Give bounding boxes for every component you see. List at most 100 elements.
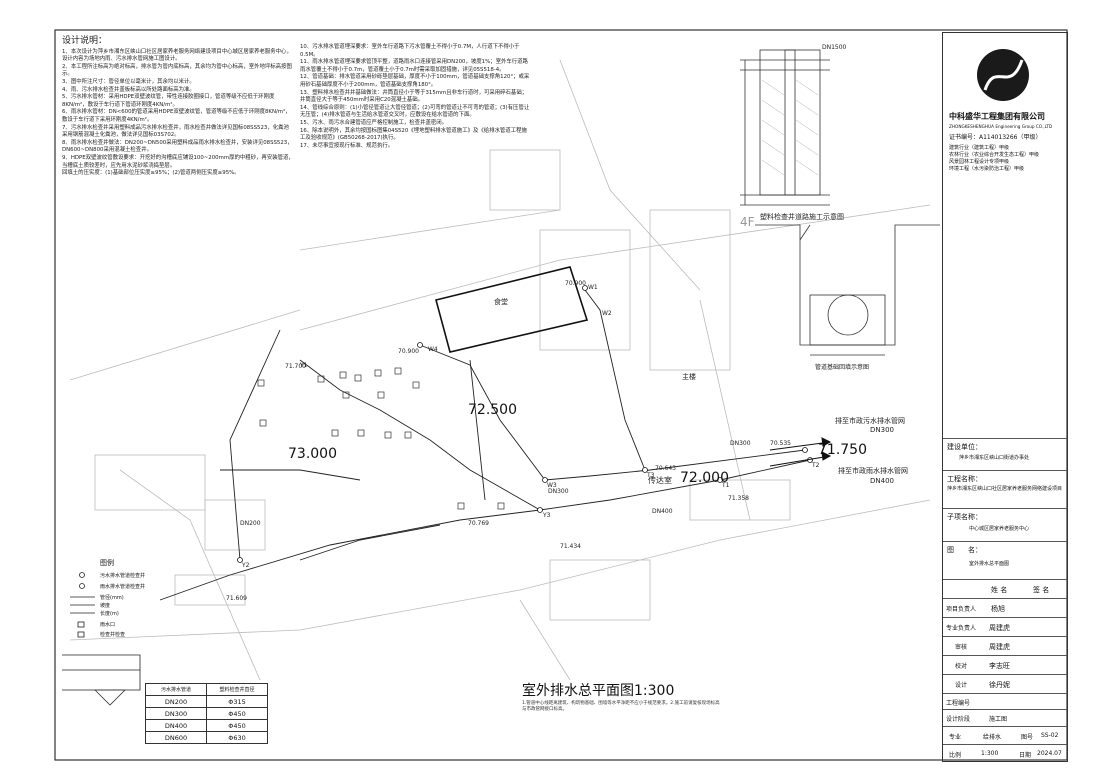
pipe-size: DN300 xyxy=(730,440,751,447)
building-label: 传达室 xyxy=(648,476,672,485)
legend-item: 长度(m) xyxy=(100,611,119,617)
company-logo-mark xyxy=(977,49,1029,101)
table-header-row: 污水排水管道 塑料检查井直径 xyxy=(145,683,268,696)
point-elevation: 70.535 xyxy=(770,440,791,447)
sig-header: 签 名 xyxy=(1033,586,1050,594)
discipline-value: 给排水 xyxy=(983,734,1002,741)
pipe-size: DN300 xyxy=(548,488,569,495)
outfall-arrows xyxy=(769,437,832,467)
sewage-pipes xyxy=(419,289,806,481)
phase-value: 施工图 xyxy=(989,716,1008,723)
point-elevation: 71.358 xyxy=(728,495,749,502)
point-elevation: 70.900 xyxy=(398,348,419,355)
catch-basins xyxy=(257,367,505,510)
section-title: 塑料检查井道路施工示意图 xyxy=(760,213,844,221)
table-cell: Φ630 xyxy=(206,731,268,744)
pipe-size: DN400 xyxy=(652,508,673,515)
point-elevation: 71.609 xyxy=(226,595,247,602)
scale-label: 比例 xyxy=(949,752,962,759)
client-label: 建设单位： xyxy=(947,443,982,451)
phase-label: 设计阶段 xyxy=(946,716,971,723)
node-label: Y2 xyxy=(242,562,250,569)
table-cell: DN400 xyxy=(145,719,207,732)
legend-item: 雨水排水管道检查井 xyxy=(100,584,146,590)
discipline-label: 专业 xyxy=(949,734,962,741)
role-name: 徐丹妮 xyxy=(989,681,1010,689)
date-value: 2024.07 xyxy=(1037,750,1062,757)
point-elevation: 70.643 xyxy=(655,465,676,472)
note-item: 16、除本说明外，其余均按国标图集04S520《埋地塑料排水管道施工》及《给排水… xyxy=(300,127,527,142)
table-cell: Φ450 xyxy=(206,719,268,732)
node-label: W4 xyxy=(428,346,438,353)
manholes xyxy=(237,285,813,563)
building-label: 食堂 xyxy=(494,298,508,306)
table-cell: DN200 xyxy=(145,695,207,708)
role-label: 审核 xyxy=(955,644,968,651)
design-notes-right: 10、污水排水管道埋深要求：室外车行道路下污水管覆土不得小于0.7M，人行道下不… xyxy=(300,44,530,150)
node-label: W3 xyxy=(547,482,557,489)
node-label: Y3 xyxy=(543,512,551,519)
outfall-label: DN300 xyxy=(870,426,894,434)
qualification: 风景园林工程设计专项甲级 xyxy=(949,159,1010,165)
point-elevation: 70.900 xyxy=(565,280,586,287)
certificate-number: 证书编号：A114013266（甲级） xyxy=(949,134,1042,141)
qualification: 建筑行业（建筑工程）甲级 xyxy=(949,145,1010,151)
note-item: 14、管线综合原则：(1)小管径管道让大管径管道；(2)可弯的管道让不可弯的管道… xyxy=(300,104,530,119)
qualification: 环境工程（水污染防治工程）甲级 xyxy=(949,166,1025,172)
note-item: 回填土的压实度：(1)基础部位压实度≥95%；(2)管道两侧压实度≥95%。 xyxy=(62,170,240,177)
point-elevation: 70.769 xyxy=(468,520,489,527)
qualification: 农林行业（农业综合开发生态工程）甲级 xyxy=(949,152,1040,158)
elevation-label: 72.000 xyxy=(680,470,729,486)
role-name: 杨旭 xyxy=(991,605,1005,613)
elevation-label: 71.750 xyxy=(818,442,867,458)
table-header: 污水排水管道 xyxy=(145,683,207,696)
role-label: 设计 xyxy=(955,682,968,689)
subproject-name: 中心城区居家养老服务中心 xyxy=(969,526,1030,532)
legend-item: 雨水口 xyxy=(100,622,116,628)
company-name: 中科盛华工程集团有限公司 xyxy=(949,112,1045,121)
elevation-label: 73.000 xyxy=(288,446,337,462)
note-item: 5、污水排水管材：采用HDPE双壁波纹管，带性连接胶圈接口，管道等级不应低于环刚… xyxy=(62,94,275,108)
table-cell: Φ450 xyxy=(206,707,268,720)
note-item: 15、污水、雨污水合建管道应严格控制施工，检查井盖密闭。 xyxy=(300,119,448,126)
node-label: Y1 xyxy=(300,362,308,369)
note-item: 7、污水排水检查井采用塑料成品污水排水检查井，雨水检查井做法详见国标08SS52… xyxy=(62,124,289,139)
role-label: 专业负责人 xyxy=(946,625,977,632)
canteen-building xyxy=(435,266,589,353)
role-name: 李志旺 xyxy=(989,662,1010,670)
trench-detail xyxy=(755,224,940,356)
plan-title: 室外排水总平面图1:300 xyxy=(522,683,675,699)
title-block: 中科盛华工程集团有限公司 ZHONGKESHENGHUA Engineering… xyxy=(942,32,1068,762)
note-item: 17、未尽事宜按现行标准、规范执行。 xyxy=(300,142,394,149)
table-cell: DN300 xyxy=(145,707,207,720)
section-hatch xyxy=(761,79,819,176)
project-no-label: 工程编号 xyxy=(946,700,971,707)
note-item: 11、雨水排水管道埋深要求管顶平整，道路雨水口连接管采用DN200，坡度1%；室… xyxy=(300,59,528,73)
point-elevation: 71.700 xyxy=(285,363,306,370)
note-item: 1、本次设计为萍乡市湘东区峡山口社区居家养老服务网络建设项目中心城区居家养老服务… xyxy=(62,48,292,63)
project-name: 萍乡市湘东区峡山口社区居家养老服务网络建设项目 xyxy=(947,486,1063,492)
note-item: 3、图中所注尺寸：管径单位以毫米计，其余均以米计。 xyxy=(62,78,195,85)
note-item: 12、管道基础：排水管道采用砂砾垫层基础，厚度不小于100mm，管道基础支撑角1… xyxy=(300,74,530,88)
detail-pipe-label: DN1500 xyxy=(822,44,847,51)
legend-item: 污水排水管道检查井 xyxy=(100,573,146,579)
sig-header: 姓 名 xyxy=(991,586,1008,594)
pipe-size: DN200 xyxy=(240,520,261,527)
drawing-label: 图 名： xyxy=(947,546,982,554)
building-label: 主楼 xyxy=(682,373,696,381)
design-notes-left: 设计说明： 1、本次设计为萍乡市湘东区峡山口社区居家养老服务网络建设项目中心城区… xyxy=(62,37,294,178)
node-label: T3 xyxy=(647,472,655,479)
legend-item: 检查井检查 xyxy=(100,632,126,638)
note-item: 4、雨、污水排水检查井盖板标高以所处路面标高为准。 xyxy=(62,86,195,93)
building-label: 4F xyxy=(740,215,755,229)
note-item: 2、本工程所注标高为绝对标高，排水管为管内底标高，其余均为管中心标高，室外地坪标… xyxy=(62,63,292,78)
point-elevation: 71.434 xyxy=(560,543,581,550)
legend-title: 图例 xyxy=(100,559,114,567)
